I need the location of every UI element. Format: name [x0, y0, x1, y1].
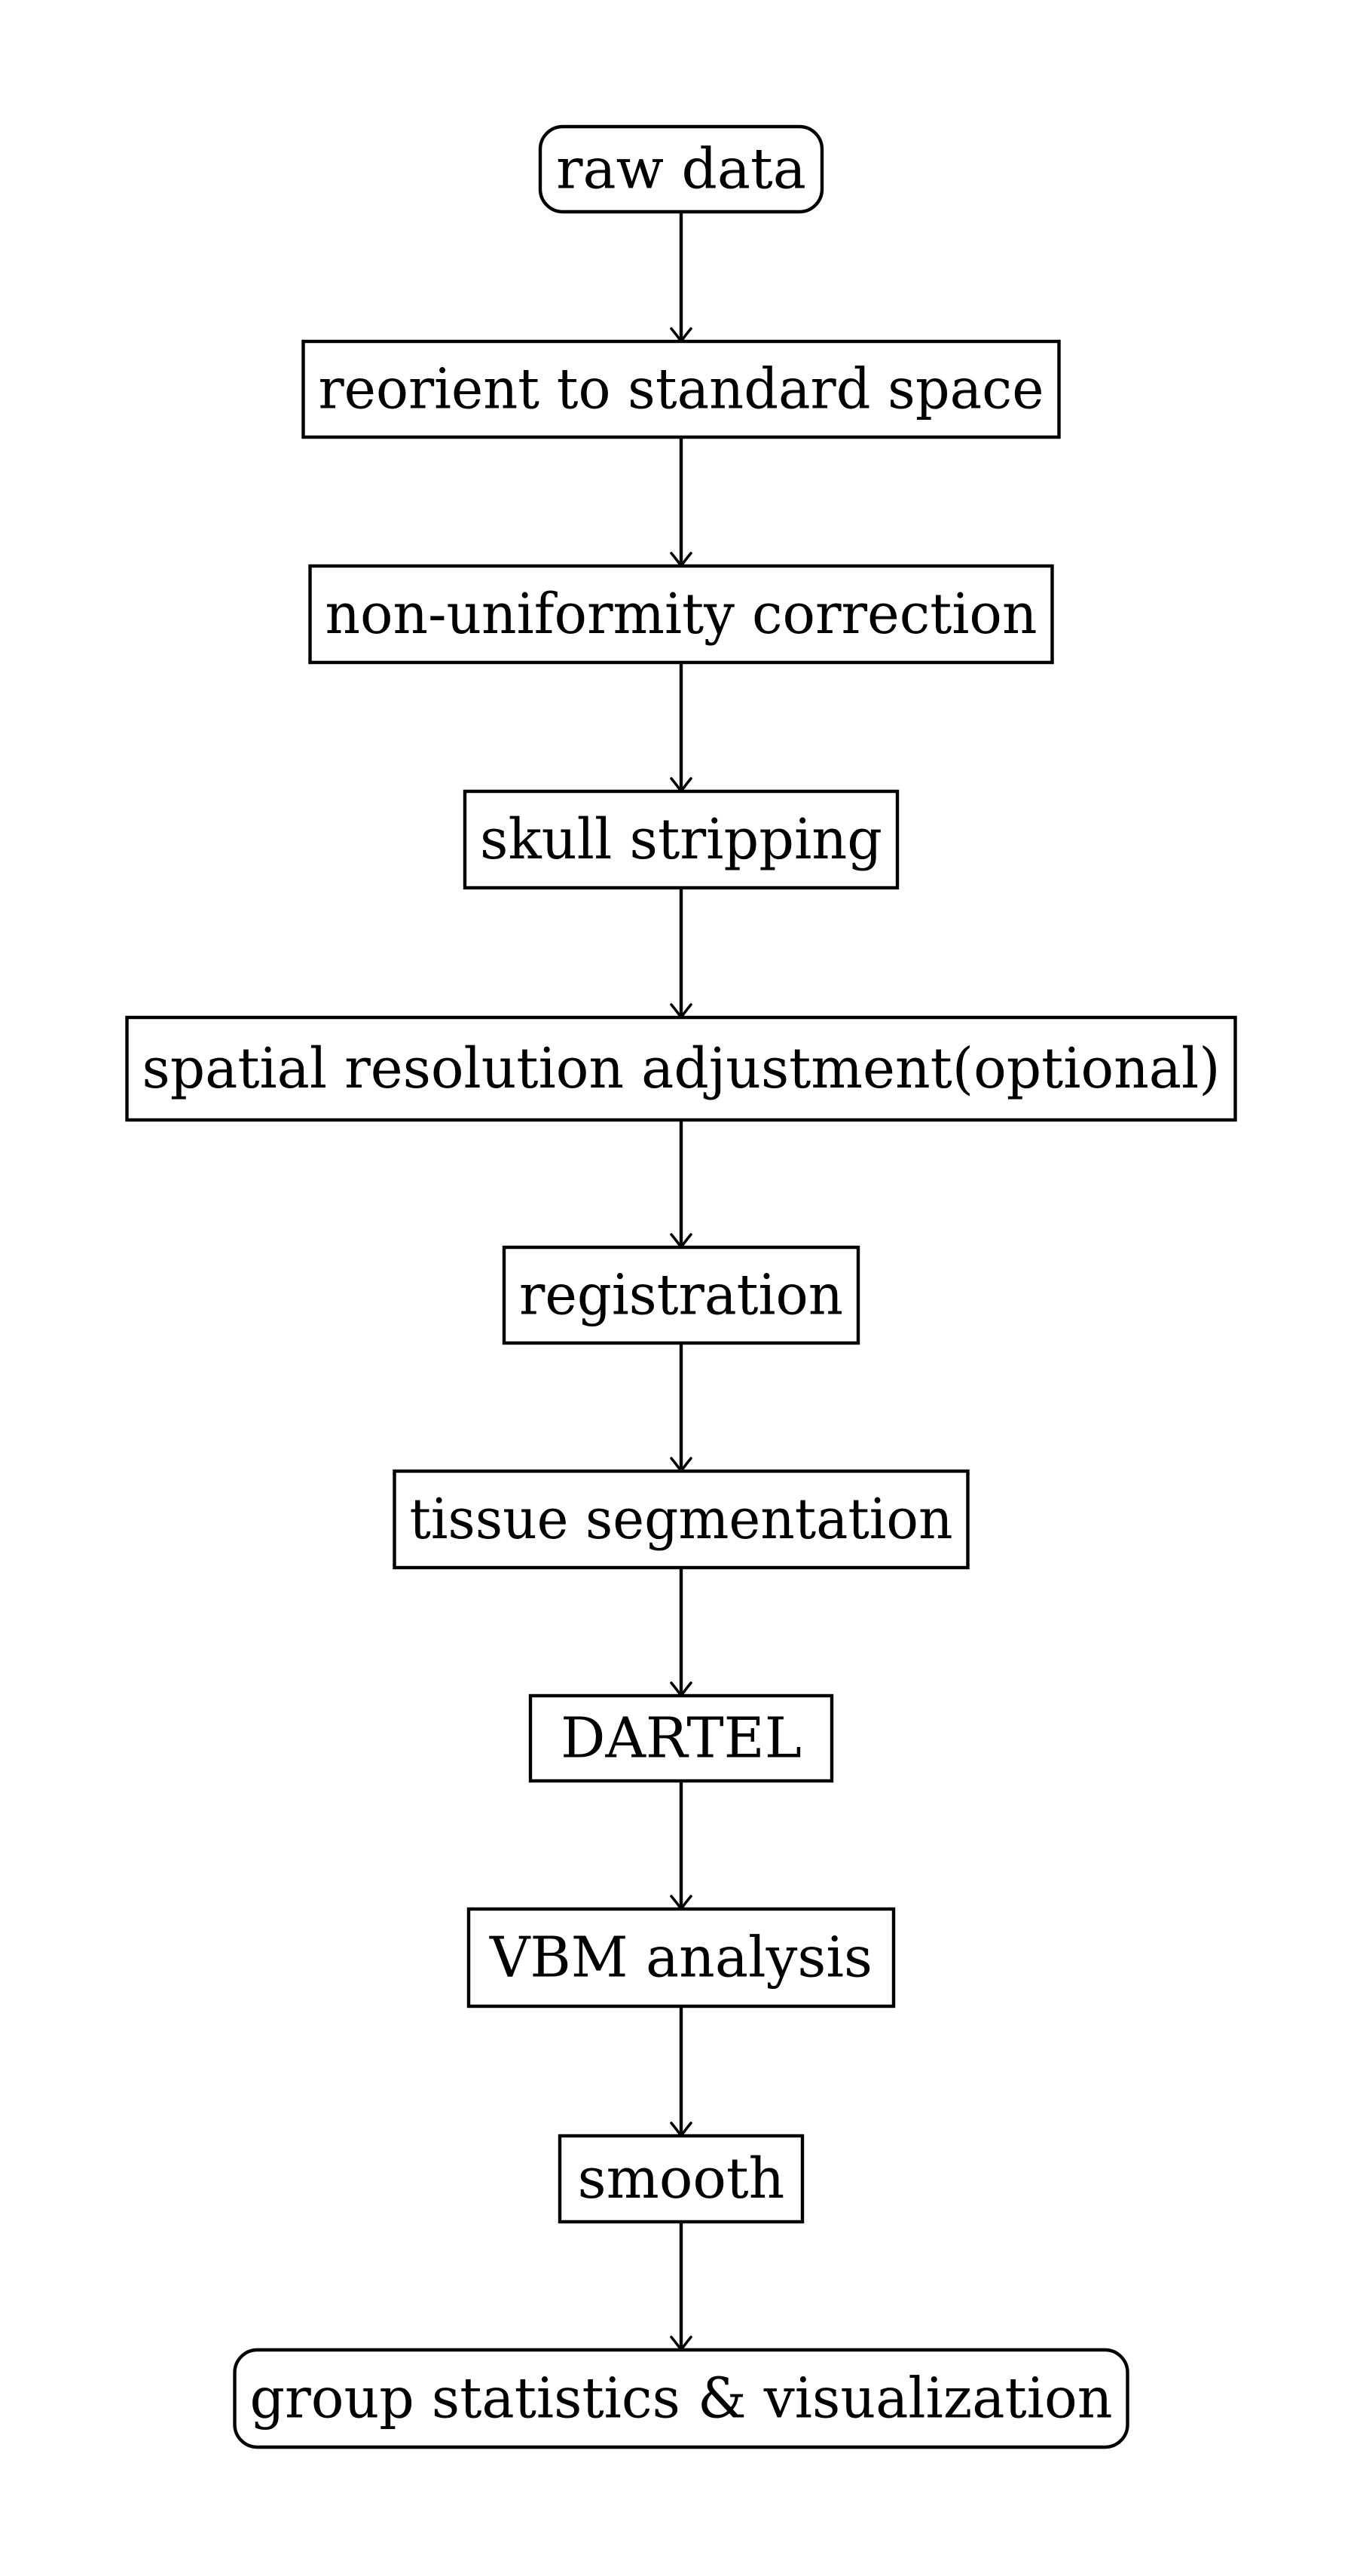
arrow-spatial-resolution-to-registration	[670, 1120, 692, 1249]
nodes-layer: raw data reorient to standard space non-un…	[125, 124, 1237, 2449]
arrow-smooth-to-group-statistics	[670, 2222, 692, 2351]
node-label-spatial-resolution: spatial resolution adjustment(optional)	[142, 1036, 1221, 1101]
node-box-vbm-analysis	[466, 1907, 896, 2008]
node-tissue-segmentation: tissue segmentation	[393, 1469, 970, 1570]
node-label-skull-stripping: skull stripping	[480, 807, 882, 872]
node-skull-stripping: skull stripping	[463, 789, 900, 890]
node-box-group-statistics	[233, 2348, 1129, 2449]
node-reorient: reorient to standard space	[301, 339, 1061, 439]
node-non-uniformity: non-uniformity correction	[308, 564, 1054, 665]
node-box-non-uniformity	[308, 564, 1054, 665]
node-group-statistics: group statistics & visualization	[233, 2348, 1129, 2449]
arrow-skull-stripping-to-spatial-resolution	[670, 888, 692, 1019]
node-box-dartel	[528, 1693, 834, 1783]
arrow-tissue-segmentation-to-dartel	[670, 1568, 692, 1697]
node-label-registration: registration	[519, 1263, 843, 1328]
node-label-non-uniformity: non-uniformity correction	[325, 582, 1038, 647]
node-box-skull-stripping	[463, 789, 900, 890]
node-registration: registration	[502, 1245, 860, 1345]
node-label-dartel: DARTEL	[561, 1706, 802, 1771]
node-label-reorient: reorient to standard space	[319, 357, 1044, 422]
node-box-spatial-resolution	[125, 1015, 1237, 1122]
node-vbm-analysis: VBM analysis	[466, 1907, 896, 2008]
node-box-reorient	[301, 339, 1061, 439]
arrow-dartel-to-vbm-analysis	[670, 1781, 692, 1911]
edges-layer	[670, 212, 692, 2351]
arrow-registration-to-tissue-segmentation	[670, 1343, 692, 1473]
node-raw-data: raw data	[538, 124, 824, 214]
arrow-non-uniformity-to-skull-stripping	[670, 662, 692, 793]
arrow-raw-data-to-reorient	[670, 212, 692, 343]
node-dartel: DARTEL	[528, 1693, 834, 1783]
node-box-tissue-segmentation	[393, 1469, 970, 1570]
node-smooth: smooth	[558, 2134, 805, 2224]
node-spatial-resolution: spatial resolution adjustment(optional)	[125, 1015, 1237, 1122]
node-box-registration	[502, 1245, 860, 1345]
arrow-reorient-to-non-uniformity	[670, 437, 692, 568]
node-label-vbm-analysis: VBM analysis	[489, 1926, 873, 1990]
node-label-raw-data: raw data	[556, 137, 806, 202]
node-box-smooth	[558, 2134, 805, 2224]
node-label-smooth: smooth	[578, 2146, 785, 2211]
node-box-raw-data	[538, 124, 824, 214]
node-label-group-statistics: group statistics & visualization	[250, 2366, 1113, 2431]
node-label-tissue-segmentation: tissue segmentation	[410, 1487, 953, 1552]
arrow-vbm-analysis-to-smooth	[670, 2006, 692, 2137]
